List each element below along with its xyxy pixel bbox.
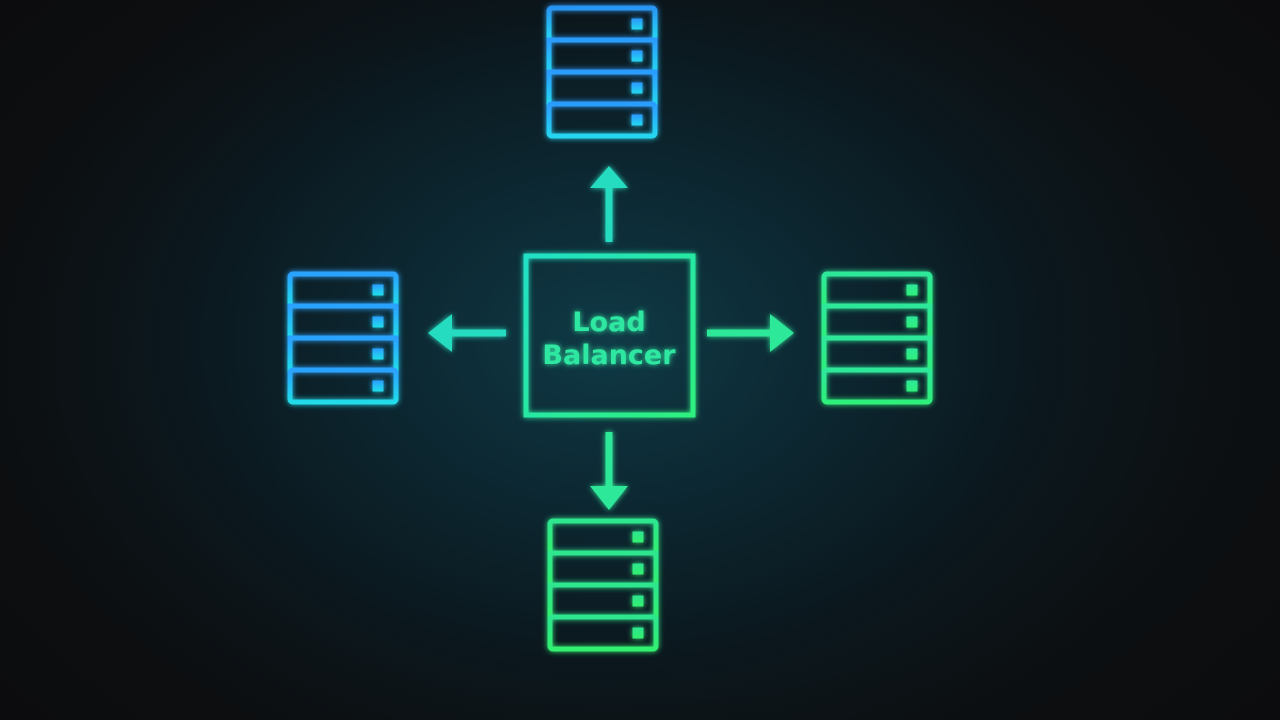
server-rack-icon [824,274,930,425]
arrow-left-icon [428,314,506,352]
server-rack-icon [550,521,656,672]
arrow-up-icon [590,166,628,242]
server-left [290,274,396,425]
arrow-down-icon [590,432,628,510]
arrow-right-icon [707,314,794,352]
load-balancer-label-line2: Balancer [542,340,676,371]
server-rack-icon [549,8,655,159]
server-rack-icon [290,274,396,425]
server-right [824,274,930,425]
load-balancer-node: Load Balancer [523,253,696,418]
server-bottom [550,521,656,672]
load-balancer-label-line1: Load [572,307,645,338]
server-top [549,8,655,159]
